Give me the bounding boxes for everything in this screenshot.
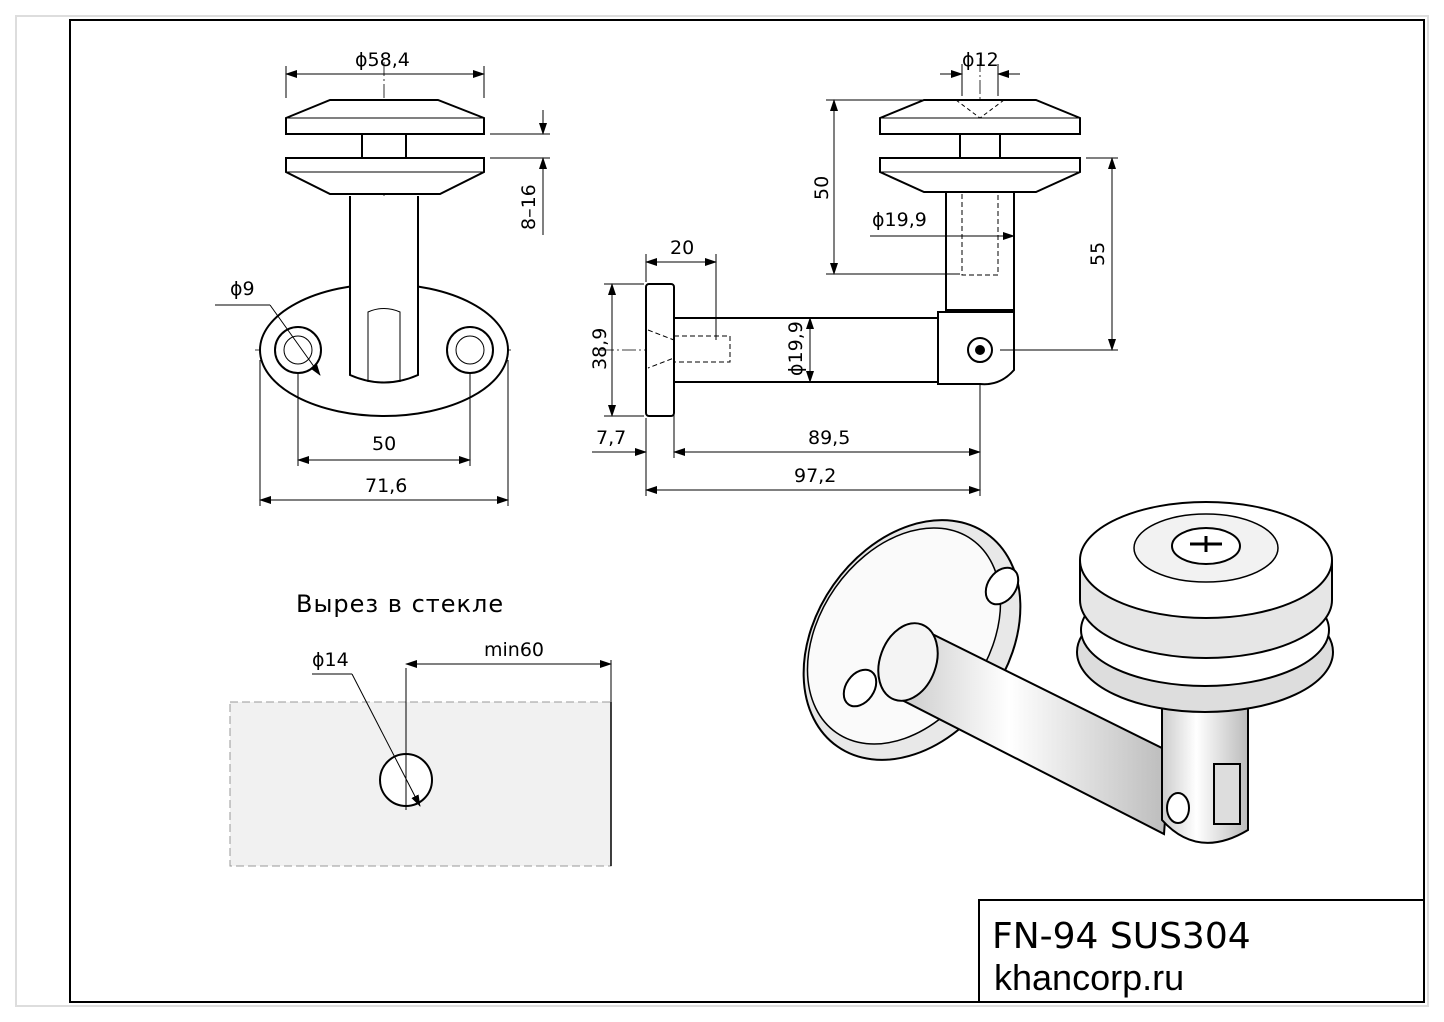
front-view: ϕ58,4 8–16 ϕ9 50 71,6 (215, 49, 550, 506)
dim-arm-length: 89,5 (808, 427, 850, 449)
dim-screw-length: 20 (670, 237, 694, 259)
dim-arm-diameter: ϕ19,9 (785, 321, 807, 376)
dim-base-width: 71,6 (365, 475, 407, 497)
vertical-post (945, 189, 1015, 311)
dim-total-length: 97,2 (794, 465, 836, 487)
dim-hole-spacing: 50 (372, 433, 396, 455)
dim-base-height: 38,9 (589, 328, 611, 370)
side-base-plate (645, 283, 675, 417)
top-disc (285, 99, 485, 135)
glass-cutout-view: Вырез в стекле min60 ϕ14 (229, 590, 612, 867)
dim-base-thickness: 7,7 (596, 427, 626, 449)
dim-screw-diameter: ϕ12 (962, 49, 999, 71)
dim-cutout-diameter: ϕ14 (312, 649, 349, 671)
mount-hole-left (274, 326, 322, 374)
arm-tube (673, 317, 945, 383)
side-top-disc (879, 99, 1081, 135)
isometric-view (802, 501, 1334, 844)
mount-hole-right (446, 326, 494, 374)
website-label: khancorp.ru (994, 957, 1184, 998)
outer-border (15, 15, 1429, 1007)
drawing-frame (69, 19, 1425, 1003)
side-view: ϕ12 50 ϕ19,9 55 20 38,9 ϕ19,9 7,7 89,5 9… (589, 49, 1118, 496)
side-bottom-disc (879, 157, 1081, 193)
post (349, 196, 419, 384)
glass-cutout-title: Вырез в стекле (296, 590, 504, 618)
dim-post-diameter: ϕ19,9 (872, 209, 927, 231)
bottom-disc (285, 157, 485, 195)
dim-edge-distance: min60 (484, 639, 544, 661)
dim-hole-diameter: ϕ9 (230, 278, 255, 300)
model-label: FN-94 SUS304 (992, 916, 1251, 957)
dim-glass-thickness: 8–16 (518, 184, 540, 230)
dim-height-50: 50 (811, 176, 833, 200)
title-block: FN-94 SUS304 khancorp.ru (978, 899, 1425, 1003)
dim-height-55: 55 (1087, 242, 1109, 266)
dim-top-diameter: ϕ58,4 (355, 49, 410, 71)
